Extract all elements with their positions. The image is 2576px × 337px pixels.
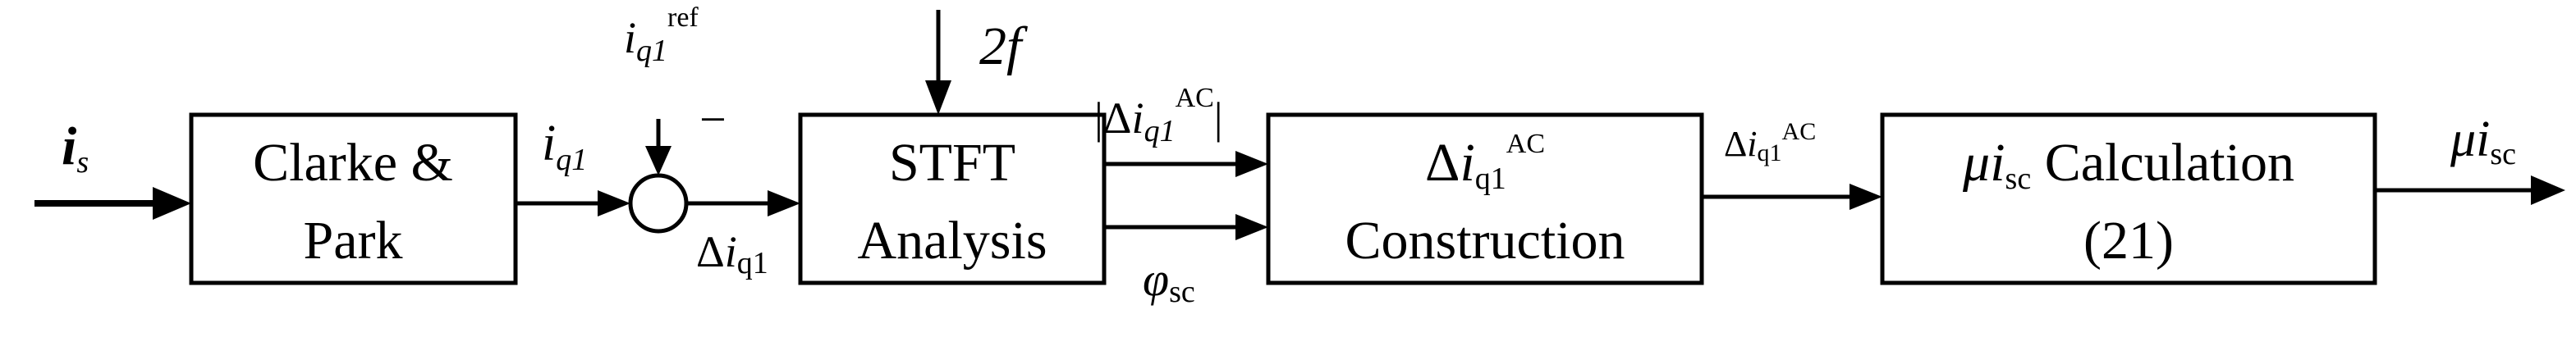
input-is-arrowhead bbox=[153, 187, 191, 220]
iq1ref-arrowhead bbox=[645, 146, 672, 175]
label-mu-i: i bbox=[2476, 112, 2490, 167]
label-phi-sub: sc bbox=[1169, 275, 1195, 309]
calculation-rest: Calculation bbox=[2031, 133, 2294, 193]
label-dac-sub: q1 bbox=[1758, 139, 1782, 166]
label-abs-open: |Δ bbox=[1094, 93, 1132, 143]
clarke-park-label-2: Park bbox=[304, 211, 403, 271]
label-dac-i: i bbox=[1747, 124, 1757, 164]
summing-junction bbox=[628, 173, 689, 234]
calculation-block bbox=[1880, 112, 2377, 285]
label-iq1ref-i: i bbox=[624, 13, 636, 62]
construction-label-1: Δiq1AC bbox=[1425, 129, 1545, 196]
stft-label-1: STFT bbox=[889, 133, 1015, 193]
construction-sup: AC bbox=[1506, 129, 1545, 159]
iq1-arrowhead bbox=[598, 190, 630, 216]
calculation-mu: μ bbox=[1962, 133, 1990, 193]
construction-i: i bbox=[1460, 133, 1474, 193]
label-delta-iq1-sub: q1 bbox=[737, 246, 768, 280]
stft-label-2: Analysis bbox=[858, 211, 1047, 271]
label-abs-i: i bbox=[1132, 93, 1144, 143]
label-iq1: iq1 bbox=[542, 116, 587, 177]
label-abs-close: | bbox=[1214, 93, 1223, 143]
label-iq1-i: i bbox=[542, 116, 556, 171]
label-is-sub: s bbox=[76, 145, 89, 180]
label-abs-sub: q1 bbox=[1144, 114, 1176, 148]
delta-iq1-arrowhead bbox=[768, 190, 800, 216]
calculation-label-1: μisc Calculation bbox=[1962, 133, 2294, 196]
label-iq1-sub: q1 bbox=[556, 143, 587, 177]
stft-analysis-block bbox=[798, 112, 1107, 285]
label-mu-sub: sc bbox=[2490, 137, 2516, 171]
label-minus: − bbox=[699, 93, 727, 146]
two-f-arrowhead bbox=[925, 80, 951, 115]
calculation-label-2: (21) bbox=[2083, 211, 2174, 271]
label-mu: μ bbox=[2450, 112, 2476, 167]
label-abs-delta-iq1-ac: |Δiq1AC| bbox=[1094, 83, 1223, 148]
construction-sub: q1 bbox=[1475, 162, 1506, 196]
magnitude-arrowhead bbox=[1235, 151, 1268, 177]
label-phi-sc: φsc bbox=[1143, 253, 1195, 309]
calculation-sub: sc bbox=[2005, 162, 2032, 196]
construction-delta: Δ bbox=[1425, 133, 1460, 193]
label-abs-sup: AC bbox=[1176, 83, 1214, 113]
label-delta-iq1-delta: Δ bbox=[696, 227, 725, 276]
construction-block bbox=[1266, 112, 1704, 285]
label-dac-sup: AC bbox=[1782, 118, 1817, 145]
label-delta-iq1: Δiq1 bbox=[696, 227, 768, 280]
label-delta-iq1-ac: Δiq1AC bbox=[1724, 118, 1816, 166]
label-phi: φ bbox=[1143, 253, 1169, 306]
phase-arrowhead bbox=[1235, 214, 1268, 240]
label-dac-delta: Δ bbox=[1724, 124, 1747, 164]
calculation-i: i bbox=[1990, 133, 2005, 193]
label-iq1ref: iq1ref bbox=[624, 2, 699, 68]
label-two-f: 2f bbox=[979, 16, 1028, 76]
label-is: is bbox=[62, 116, 89, 180]
label-mu-isc: μisc bbox=[2450, 112, 2516, 171]
label-delta-iq1-i: i bbox=[725, 227, 737, 276]
label-iq1ref-sup: ref bbox=[667, 2, 699, 33]
delta-iq1-ac-arrowhead bbox=[1849, 184, 1882, 210]
construction-label-2: Construction bbox=[1345, 211, 1625, 271]
label-iq1ref-sub: q1 bbox=[636, 34, 667, 68]
label-is-i: i bbox=[62, 116, 77, 176]
output-arrowhead bbox=[2531, 175, 2565, 205]
clarke-park-block bbox=[189, 112, 518, 285]
clarke-park-label-1: Clarke & bbox=[253, 133, 453, 193]
